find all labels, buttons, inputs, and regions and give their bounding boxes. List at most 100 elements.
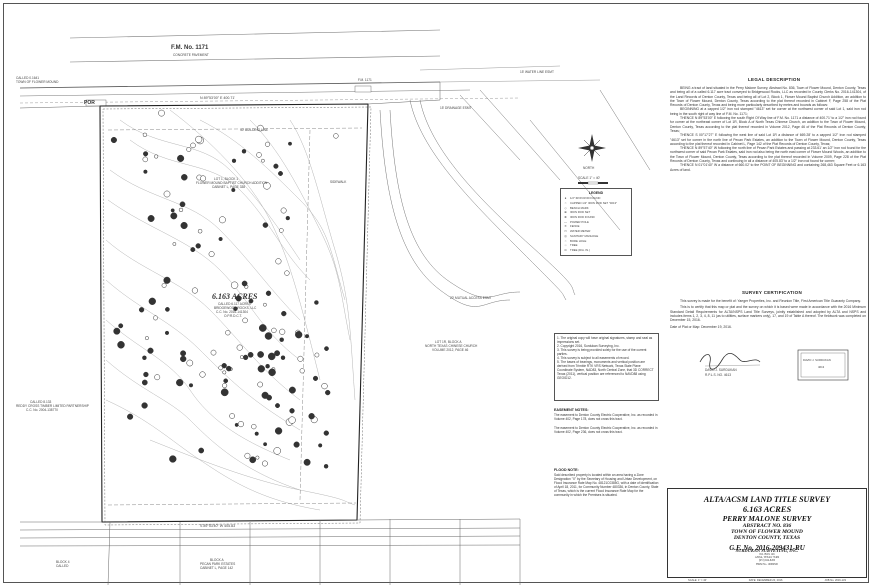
tree-symbol: [308, 413, 315, 420]
legend-item: ◇BENCH MARK: [563, 205, 629, 210]
tree-symbol: [154, 374, 161, 381]
lot1r-label: LOT 1R, BLOCK A: [435, 340, 462, 344]
tree-symbol: [191, 287, 198, 294]
note-4: 4. This survey is subject to all easemen…: [557, 356, 630, 360]
tree-symbol: [164, 330, 170, 335]
legal-title: LEGAL DESCRIPTION: [748, 77, 801, 82]
tree-symbol: [199, 371, 206, 378]
tree-symbol: [267, 352, 276, 361]
tree-symbol: [285, 215, 290, 221]
note-3: 3. This survey is being provided solely …: [557, 348, 647, 356]
legend-text: 1/2" IRON ROD FOUND: [570, 196, 601, 201]
tree-symbol: [293, 441, 300, 448]
tree-symbol: [303, 458, 311, 466]
tree-symbol: [268, 368, 276, 377]
cert-title: SURVEY CERTIFICATION: [742, 290, 803, 295]
strip-date: DATE: DECEMBER 20, 2016: [748, 578, 783, 582]
tree-symbol: [113, 327, 121, 335]
legend-text: POWER POLE: [570, 219, 589, 224]
tree-symbol: [314, 352, 320, 358]
legend-list: ●1/2" IRON ROD FOUND○CAPPED 1/2" IRON RO…: [563, 196, 629, 252]
tree-symbol: [288, 141, 292, 146]
tree-symbol: [278, 228, 284, 233]
legend-symbol: —: [564, 219, 567, 224]
tree-symbols: [110, 109, 339, 469]
scale-bar: [578, 181, 608, 185]
tree-symbol: [324, 346, 329, 351]
tree-symbol: [288, 386, 296, 394]
tree-symbol: [195, 243, 201, 249]
road-fm-1171: [19, 29, 601, 107]
tree-symbol: [261, 460, 268, 467]
legal-p1: BEING a tract of land situated in the Pe…: [670, 86, 866, 108]
title-line-4: ABSTRACT NO. 836: [742, 523, 792, 529]
note-2: 2. Copyright 2016, Surdukan Surveying, I…: [557, 344, 620, 348]
tree-symbol: [229, 413, 235, 419]
tree-symbol: [251, 423, 257, 430]
tree-symbol: [263, 302, 267, 307]
town-top-1: CALLED 0.1641: [16, 76, 40, 80]
tree-symbol: [256, 152, 262, 158]
tree-symbol: [261, 391, 269, 399]
water-label: 15' WATER LINE ESMT: [520, 70, 554, 74]
tree-symbol: [176, 378, 184, 387]
tree-symbol: [284, 270, 290, 276]
lot1r-sub: NORTH TEXAS CHINESE CHURCH: [425, 344, 478, 348]
tree-symbol: [221, 363, 227, 369]
legend-item: ▭WATER METER: [563, 229, 629, 234]
tree-symbol: [280, 355, 286, 360]
tree-symbol: [271, 327, 277, 334]
tree-symbol: [141, 402, 148, 409]
legend-text: TREE (DIA. IN.): [570, 247, 590, 252]
tree-symbol: [257, 124, 264, 132]
tree-symbol: [304, 334, 310, 339]
tree-symbol: [242, 354, 249, 361]
tree-symbol: [143, 169, 148, 174]
seal-name: DAVID J. SURDUKAN: [803, 358, 831, 362]
legend-item: ◎SANITARY MANHOLE: [563, 234, 629, 239]
tree-symbol: [226, 365, 232, 372]
tree-symbol: [237, 421, 244, 428]
setback-lines: [107, 127, 363, 506]
tree-symbol: [288, 416, 296, 424]
lot1-label: LOT 1, BLOCK 1: [214, 177, 239, 181]
tree-symbol: [318, 443, 323, 448]
firm-addr-1: P.O. BOX 126: [759, 553, 775, 556]
legend-symbol: ▭: [564, 229, 567, 234]
tree-symbol: [255, 455, 260, 460]
cert-date: Date of Plat or Map: December 19, 2016.: [670, 325, 732, 330]
blocka-1: BLOCK A: [210, 558, 224, 562]
road-name: F.M. No. 1171: [171, 45, 209, 51]
blocka-3: CABINET L, PAGE 142: [200, 566, 234, 570]
tree-symbol: [297, 355, 304, 362]
certification-text: This survey is made for the benefit of: …: [670, 299, 866, 330]
easement-p1: The easement to Denton County Electric C…: [554, 413, 658, 421]
tree-symbol: [242, 317, 248, 324]
gf-number: G.F. No. 2016-209431-RU: [729, 544, 805, 552]
tree-symbol: [249, 456, 257, 464]
legend-symbol: ⊕: [564, 210, 567, 215]
lot-desc-4: O.P.R.D.C.T.: [224, 314, 243, 318]
tree-symbol: [222, 383, 228, 389]
title-line-5: TOWN OF FLOWER MOUND: [731, 529, 803, 535]
lot-desc-1: CALLED 6.117 ACRES: [218, 302, 251, 306]
cert-p2: This is to certify that this map or plat…: [670, 305, 866, 323]
tree-symbol: [225, 330, 231, 336]
flood-p1: Said described property is located withi…: [554, 473, 659, 497]
legend-item: ●1/2" IRON ROD FOUND: [563, 196, 629, 201]
tree-symbol: [218, 216, 226, 224]
tree-symbol: [279, 328, 286, 335]
tree-symbol: [118, 323, 124, 329]
legal-p4: THENCE S 00°17'27" E following the west …: [670, 133, 866, 146]
block4-2: CALLED: [56, 564, 69, 568]
tree-symbol: [138, 307, 145, 313]
tree-symbol: [190, 142, 196, 149]
tree-symbol: [200, 175, 207, 182]
tree-symbol: [264, 141, 271, 147]
tree-symbol: [299, 368, 305, 374]
tree-symbol: [273, 447, 281, 455]
tree-symbol: [181, 174, 188, 181]
tree-symbol: [197, 228, 203, 234]
tree-symbol: [190, 247, 196, 253]
tree-symbol: [147, 347, 154, 354]
